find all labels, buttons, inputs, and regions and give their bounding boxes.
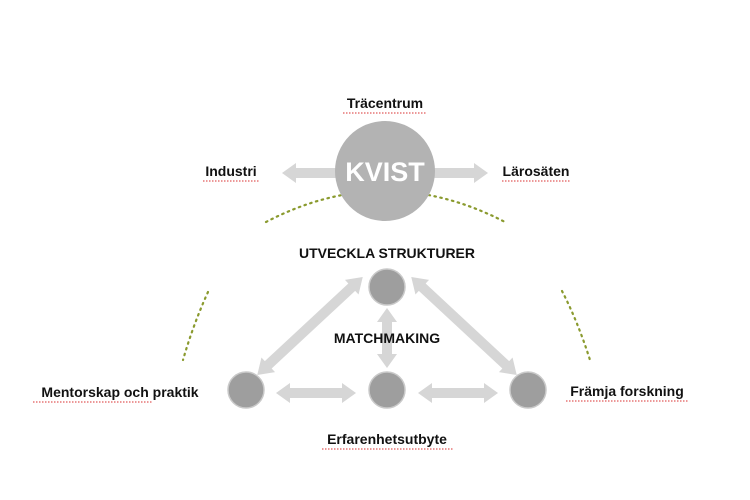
hub-node: KVIST (335, 121, 435, 221)
node-bottom (368, 371, 406, 409)
label-framja-forskning: Främja forskning (570, 383, 684, 399)
dotted-arc-right (560, 289, 592, 362)
label-tracentrum: Träcentrum (347, 95, 423, 111)
dotted-arc-left (181, 290, 210, 362)
arrow-hub-to-larosaten (433, 163, 488, 183)
hub-circle (335, 121, 435, 221)
arrow-top-bottom-vertical (377, 308, 397, 368)
label-larosaten: Lärosäten (503, 163, 570, 179)
arrows (257, 163, 517, 403)
node-left (227, 371, 265, 409)
dotted-arc-top (264, 190, 507, 224)
arrow-hub-to-industri (282, 163, 337, 183)
label-mentorskap: Mentorskap och praktik (41, 384, 198, 400)
activity-nodes (227, 268, 547, 409)
label-utveckla-strukturer: UTVECKLA STRUKTURER (299, 245, 475, 261)
hub-label: KVIST (345, 157, 425, 187)
label-erfarenhetsutbyte: Erfarenhetsutbyte (327, 431, 447, 447)
arrow-left-bottom (276, 383, 356, 403)
node-right (509, 371, 547, 409)
labels: Träcentrum Industri Lärosäten UTVECKLA S… (33, 95, 688, 450)
arrow-top-right-diagonal (411, 276, 517, 376)
label-industri: Industri (205, 163, 256, 179)
label-matchmaking: MATCHMAKING (334, 330, 440, 346)
arrow-top-left-diagonal (257, 276, 363, 376)
dotted-arcs (181, 190, 592, 362)
node-top (368, 268, 406, 306)
arrow-bottom-right (418, 383, 498, 403)
